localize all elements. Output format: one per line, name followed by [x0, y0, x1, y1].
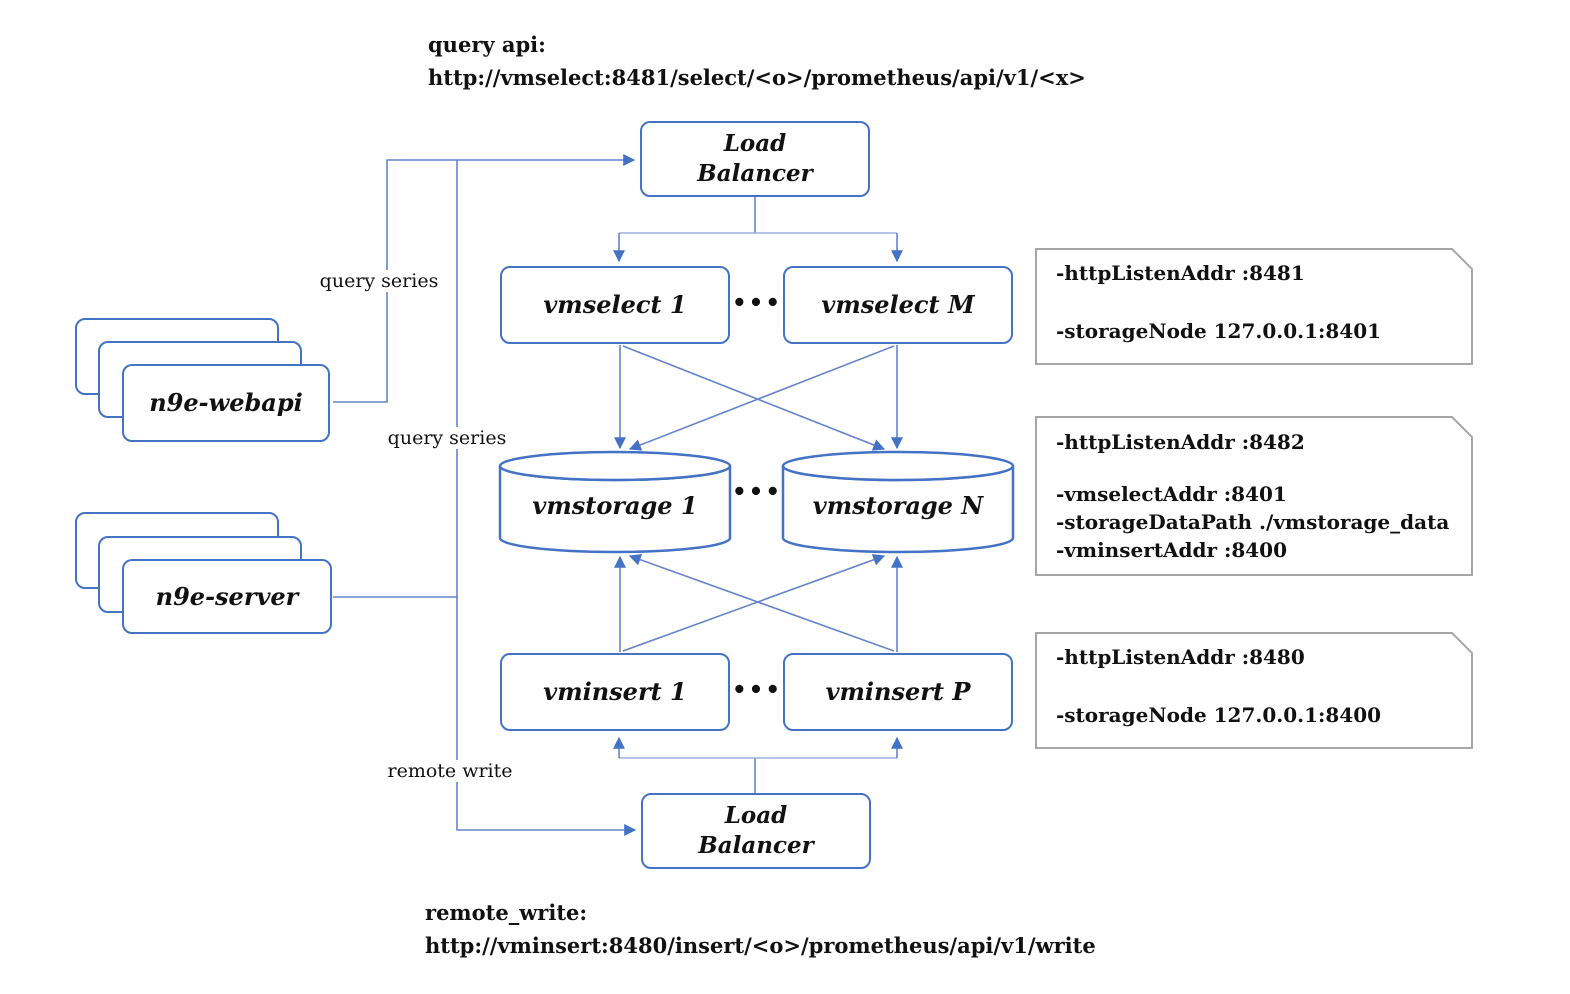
- callout-line: -httpListenAddr :8482: [1056, 430, 1305, 454]
- node-load-balancer-top: Load Balancer: [640, 121, 870, 197]
- node-vminsert-p: vminsert P: [783, 653, 1013, 731]
- vmselect-m-label: vmselect M: [821, 290, 975, 320]
- callout-line: -storageDataPath ./vmstorage_data: [1056, 510, 1450, 534]
- n9e-webapi-label: n9e-webapi: [149, 388, 303, 418]
- node-n9e-webapi: n9e-webapi: [122, 364, 330, 442]
- load-balancer-bottom-label: Load Balancer: [698, 802, 814, 859]
- callout-vminsert-flags: -httpListenAddr :8480 -storageNode 127.0…: [1056, 643, 1456, 729]
- edge-vmselect1-to-vmstorageN: [622, 345, 886, 451]
- callout-vmselect-shape: [1035, 248, 1473, 365]
- edge-label-query-series-webapi: query series: [312, 270, 446, 292]
- node-load-balancer-bottom: Load Balancer: [641, 793, 871, 869]
- vminsert-1-label: vminsert 1: [543, 677, 687, 707]
- vmstorage-n-cylinder-shape: [781, 450, 1015, 554]
- vmstorage-1-cylinder-shape: [498, 450, 732, 554]
- callout-line: -vmselectAddr :8401: [1056, 482, 1287, 506]
- callout-spacer: [1056, 287, 1456, 317]
- query-api-url: http://vmselect:8481/select/<o>/promethe…: [428, 65, 1086, 90]
- vmstorage-1-label: vmstorage 1: [532, 490, 698, 520]
- callout-line: -httpListenAddr :8480: [1056, 645, 1305, 669]
- node-vmselect-m: vmselect M: [783, 266, 1013, 344]
- callout-line: -httpListenAddr :8481: [1056, 261, 1305, 285]
- node-vmselect-1: vmselect 1: [500, 266, 730, 344]
- edge-label-remote-write: remote write: [380, 760, 520, 782]
- remote-write-url: http://vminsert:8480/insert/<o>/promethe…: [425, 933, 1096, 958]
- edge-trunk: [456, 160, 637, 836]
- remote-write-annotation: remote_write: http://vminsert:8480/inser…: [425, 896, 1096, 962]
- node-vminsert-1: vminsert 1: [500, 653, 730, 731]
- query-api-title: query api:: [428, 32, 546, 57]
- vmselect-1-label: vmselect 1: [543, 290, 687, 320]
- edge-vminsertP-to-vmstorage1: [628, 554, 895, 652]
- node-vmstorage-n: vmstorage N: [783, 472, 1013, 538]
- vminsert-p-label: vminsert P: [825, 677, 971, 707]
- callout-line: -storageNode 127.0.0.1:8400: [1056, 703, 1382, 727]
- callout-spacer: [1056, 456, 1456, 480]
- callout-vmselect-flags: -httpListenAddr :8481 -storageNode 127.0…: [1056, 259, 1456, 345]
- callout-vmstorage-shape: [1035, 416, 1473, 576]
- vmselect-ellipsis: •••: [731, 289, 783, 317]
- edge-label-query-series-server: query series: [380, 427, 514, 449]
- callout-line: -vminsertAddr :8400: [1056, 538, 1288, 562]
- n9e-server-label: n9e-server: [155, 581, 299, 611]
- connector-layer: [333, 154, 903, 836]
- vmstorage-n-label: vmstorage N: [812, 490, 984, 520]
- vminsert-ellipsis: •••: [731, 676, 783, 704]
- edge-vminsert1-to-vmstorageN: [622, 554, 886, 652]
- vmstorage-ellipsis: •••: [731, 478, 783, 506]
- callout-shapes: [1035, 248, 1473, 749]
- callout-spacer: [1056, 671, 1456, 701]
- callout-vmstorage-flags: -httpListenAddr :8482 -vmselectAddr :840…: [1056, 428, 1456, 564]
- query-api-annotation: query api: http://vmselect:8481/select/<…: [428, 28, 1086, 94]
- edge-vmselectM-to-vmstorage1: [628, 345, 895, 451]
- remote-write-title: remote_write:: [425, 900, 588, 925]
- node-vmstorage-1: vmstorage 1: [500, 472, 730, 538]
- callout-line: -storageNode 127.0.0.1:8401: [1056, 319, 1382, 343]
- callout-vminsert-shape: [1035, 632, 1473, 749]
- node-n9e-server: n9e-server: [122, 559, 332, 634]
- load-balancer-top-label: Load Balancer: [697, 130, 813, 187]
